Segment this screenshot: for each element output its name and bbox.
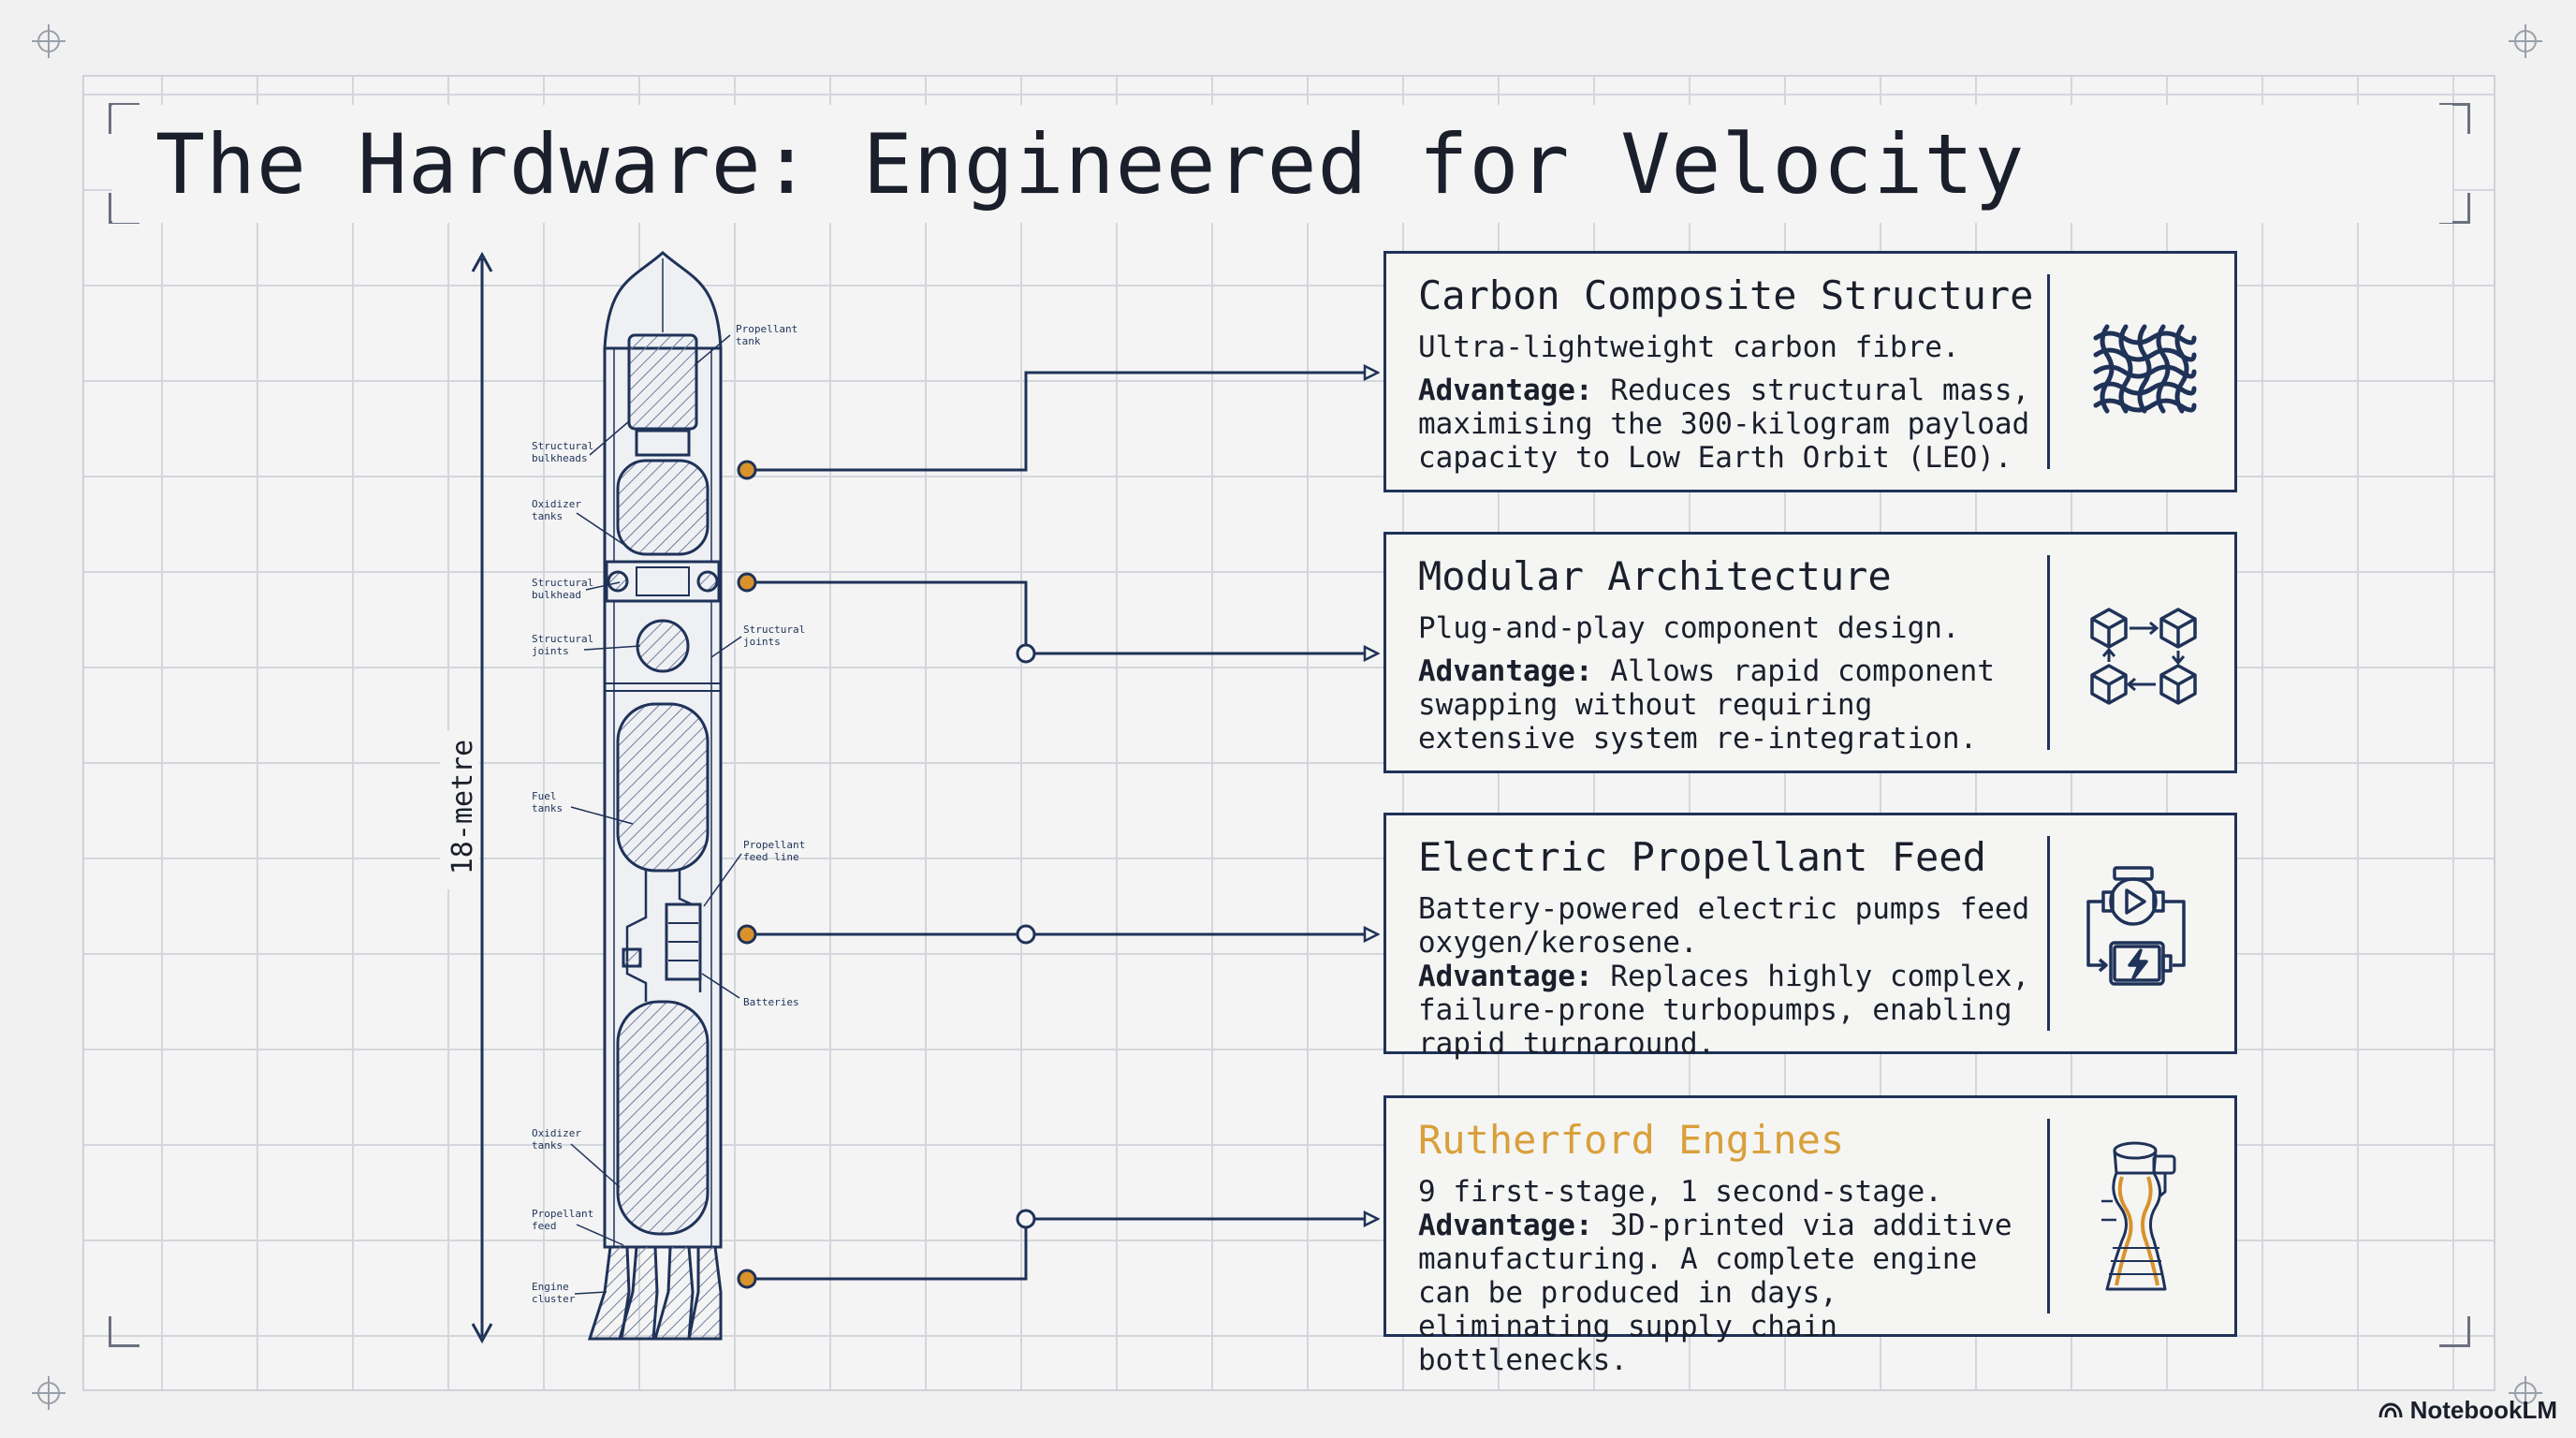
advantage-label: Advantage: bbox=[1418, 960, 1593, 993]
advantage-text: Replaces highly complex, failure-prone t… bbox=[1418, 960, 2030, 1061]
card-description: Battery-powered electric pumps feed oxyg… bbox=[1418, 892, 2030, 960]
advantage-label: Advantage: bbox=[1418, 1209, 1593, 1242]
connector-modular-architecture bbox=[747, 580, 1378, 653]
feature-card-rutherford-engines: Rutherford Engines 9 first-stage, 1 seco… bbox=[1383, 1095, 2237, 1377]
engine-nozzle bbox=[687, 1246, 723, 1341]
connector-rutherford-engines bbox=[747, 1219, 1378, 1281]
oxidizer-tank-upper bbox=[616, 459, 710, 556]
connector-lines bbox=[747, 373, 1378, 1281]
title-band bbox=[112, 105, 2452, 223]
card-body: Plug-and-play component design. Advantag… bbox=[1418, 611, 2036, 756]
notebooklm-logo-icon bbox=[2378, 1401, 2403, 1417]
advantage-label: Advantage: bbox=[1418, 654, 1593, 688]
engine-nozzle-icon bbox=[2101, 1141, 2176, 1291]
frame-corner bbox=[2439, 193, 2470, 224]
height-dimension-label: 18-metre bbox=[446, 740, 479, 875]
engine-nozzle bbox=[618, 1246, 659, 1341]
advantage-text: 3D-printed via additive manufacturing. A… bbox=[1418, 1209, 2012, 1377]
registration-mark-icon bbox=[32, 1376, 66, 1410]
rocket-illustration bbox=[587, 251, 723, 1341]
brand-name: NotebookLM bbox=[2409, 1396, 2557, 1424]
card-description: Plug-and-play component design. bbox=[1418, 611, 1960, 645]
card-divider bbox=[2047, 1119, 2050, 1313]
card-title: Modular Architecture bbox=[1418, 553, 1892, 599]
connector-carbon-structure bbox=[747, 373, 1378, 472]
advantage-text: Reduces structural mass, maximising the … bbox=[1418, 374, 2030, 475]
frame-corner bbox=[109, 103, 139, 134]
rocket-callout-label: Batteries bbox=[743, 996, 799, 1008]
electric-pump-icon bbox=[2086, 866, 2186, 986]
card-divider bbox=[2047, 836, 2050, 1031]
structural-joint-sphere bbox=[636, 619, 690, 673]
frame-corner bbox=[2439, 1316, 2470, 1347]
registration-mark-icon bbox=[32, 24, 66, 58]
feature-card-electric-feed: Electric Propellant Feed Battery-powered… bbox=[1383, 813, 2237, 1061]
feature-card-modular-architecture: Modular Architecture Plug-and-play compo… bbox=[1383, 532, 2237, 773]
card-divider bbox=[2047, 555, 2050, 750]
advantage-text: Allows rapid component swapping without … bbox=[1418, 654, 1995, 756]
callout-leaders bbox=[570, 334, 742, 1295]
carbon-weave-icon bbox=[2093, 324, 2197, 414]
fuel-tank bbox=[616, 702, 710, 873]
frame-corner bbox=[109, 1316, 139, 1347]
engine-nozzle bbox=[587, 1246, 631, 1341]
connector-nodes bbox=[737, 460, 1036, 1289]
card-body: 9 first-stage, 1 second-stage. Advantage… bbox=[1418, 1175, 2036, 1377]
card-body: Battery-powered electric pumps feed oxyg… bbox=[1418, 892, 2036, 1061]
brand-watermark: NotebookLM bbox=[2378, 1396, 2557, 1425]
card-divider bbox=[2047, 274, 2050, 469]
oxidizer-tank-lower bbox=[616, 1000, 710, 1236]
card-description: Ultra-lightweight carbon fibre. bbox=[1418, 330, 1960, 364]
advantage-label: Advantage: bbox=[1418, 374, 1593, 407]
registration-mark-icon bbox=[2509, 1376, 2542, 1410]
card-title: Carbon Composite Structure bbox=[1418, 272, 2034, 318]
card-description: 9 first-stage, 1 second-stage. bbox=[1418, 1175, 1942, 1209]
modular-cubes-icon bbox=[2090, 608, 2197, 705]
registration-mark-icon bbox=[2509, 24, 2542, 58]
page-title: The Hardware: Engineered for Velocity bbox=[155, 116, 2026, 213]
feature-card-carbon-structure: Carbon Composite Structure Ultra-lightwe… bbox=[1383, 251, 2237, 492]
card-title: Rutherford Engines bbox=[1418, 1117, 1845, 1163]
frame-corner bbox=[2439, 103, 2470, 134]
height-dimension-line bbox=[440, 251, 493, 1344]
engine-nozzle bbox=[653, 1246, 695, 1341]
card-title: Electric Propellant Feed bbox=[1418, 834, 1986, 880]
card-body: Ultra-lightweight carbon fibre. Advantag… bbox=[1418, 330, 2036, 475]
